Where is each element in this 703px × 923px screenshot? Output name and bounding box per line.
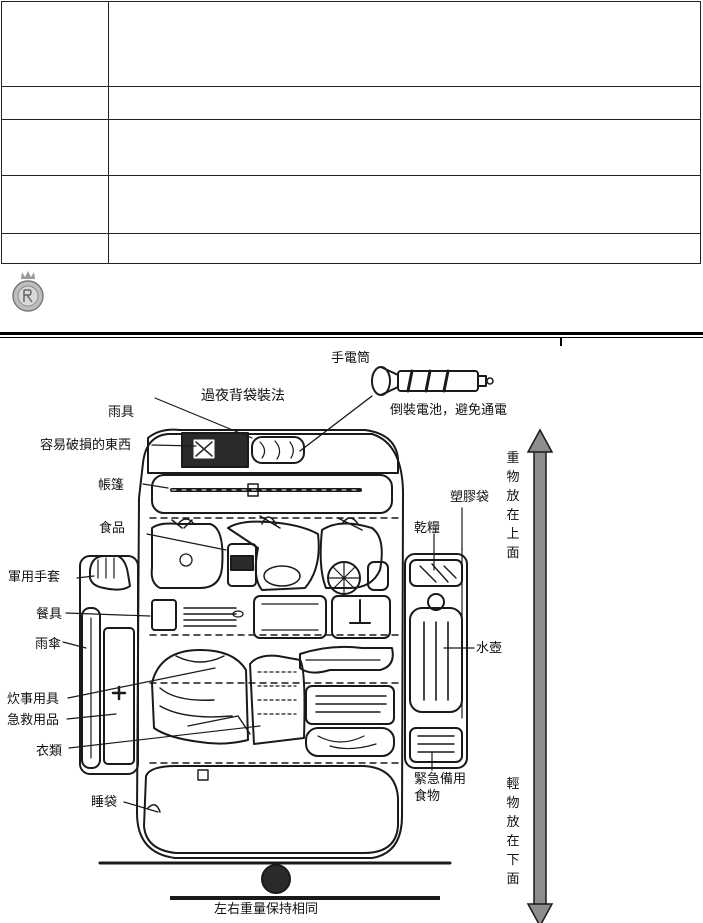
label-food: 食品 (99, 521, 126, 536)
cooking-pot (253, 595, 327, 639)
table-cell (108, 119, 701, 176)
table-cell (1, 86, 109, 120)
diagram-title: 過夜背袋裝法 (201, 388, 285, 404)
umbrella-pouch (81, 607, 101, 769)
label-sleeping-bag: 睡袋 (91, 795, 118, 810)
table-cell (1, 175, 109, 234)
emergency-food-box (409, 727, 463, 763)
label-gloves: 軍用手套 (8, 570, 61, 585)
fragile-box (181, 432, 249, 468)
flashlight-icon (371, 366, 494, 396)
label-light-bottom: 輕物放在下面 (506, 777, 520, 887)
fulcrum (261, 864, 291, 894)
toiletry-tray (305, 685, 395, 725)
label-clothing: 衣類 (36, 744, 63, 759)
table-cell (108, 233, 701, 264)
stove (331, 595, 391, 639)
label-first-aid: 急救用品 (7, 713, 60, 728)
emblem-seal-icon (12, 271, 44, 312)
label-battery-note: 倒裝電池，避免通電 (390, 403, 508, 418)
food-bag-3 (319, 522, 383, 589)
table-cell (108, 1, 701, 87)
food-bag-2 (227, 520, 320, 591)
pack-outline (136, 433, 405, 859)
label-heavy-top: 重物放在上面 (506, 451, 520, 561)
table-cell (1, 233, 109, 264)
clothing-sweater (151, 649, 249, 745)
food-bag (150, 522, 224, 589)
label-utensils: 餐具 (36, 607, 63, 622)
label-fragile-items: 容易破損的東西 (40, 438, 132, 453)
weight-arrow-icon (526, 428, 554, 923)
label-cooking-gear: 炊事用具 (7, 692, 60, 707)
socks (299, 645, 394, 674)
right-side-pocket (404, 553, 468, 769)
table-cell (108, 86, 701, 120)
backpack-diagram (62, 366, 554, 923)
cup (151, 599, 177, 631)
food-jar (367, 561, 389, 591)
pack-lid (147, 428, 399, 474)
sleeping-bag (143, 765, 399, 854)
label-plastic-bag: 塑膠袋 (450, 490, 490, 505)
label-tent: 帳篷 (98, 478, 125, 493)
towel-roll (305, 727, 395, 757)
label-water-bottle: 水壺 (476, 641, 503, 656)
table-cell (1, 119, 109, 176)
divider-rule (0, 337, 703, 338)
label-dry-food: 乾糧 (414, 521, 441, 536)
table-cell (108, 175, 701, 234)
divider-rule (0, 332, 703, 335)
glove-icon (89, 555, 131, 591)
label-emergency-food-line2: 食物 (414, 789, 441, 804)
divider-tick (560, 338, 562, 346)
rain-gear-roll (251, 436, 305, 464)
label-emergency-food-line1: 緊急備用 (414, 772, 467, 787)
first-aid-pouch (103, 627, 135, 765)
label-rain-gear: 雨具 (108, 405, 135, 420)
header-table (1, 1, 701, 264)
label-balance-note: 左右重量保持相同 (214, 902, 319, 917)
label-flashlight: 手電筒 (331, 351, 371, 366)
tent-compartment (151, 474, 393, 514)
table-cell (1, 1, 109, 87)
label-umbrella: 雨傘 (35, 637, 62, 652)
